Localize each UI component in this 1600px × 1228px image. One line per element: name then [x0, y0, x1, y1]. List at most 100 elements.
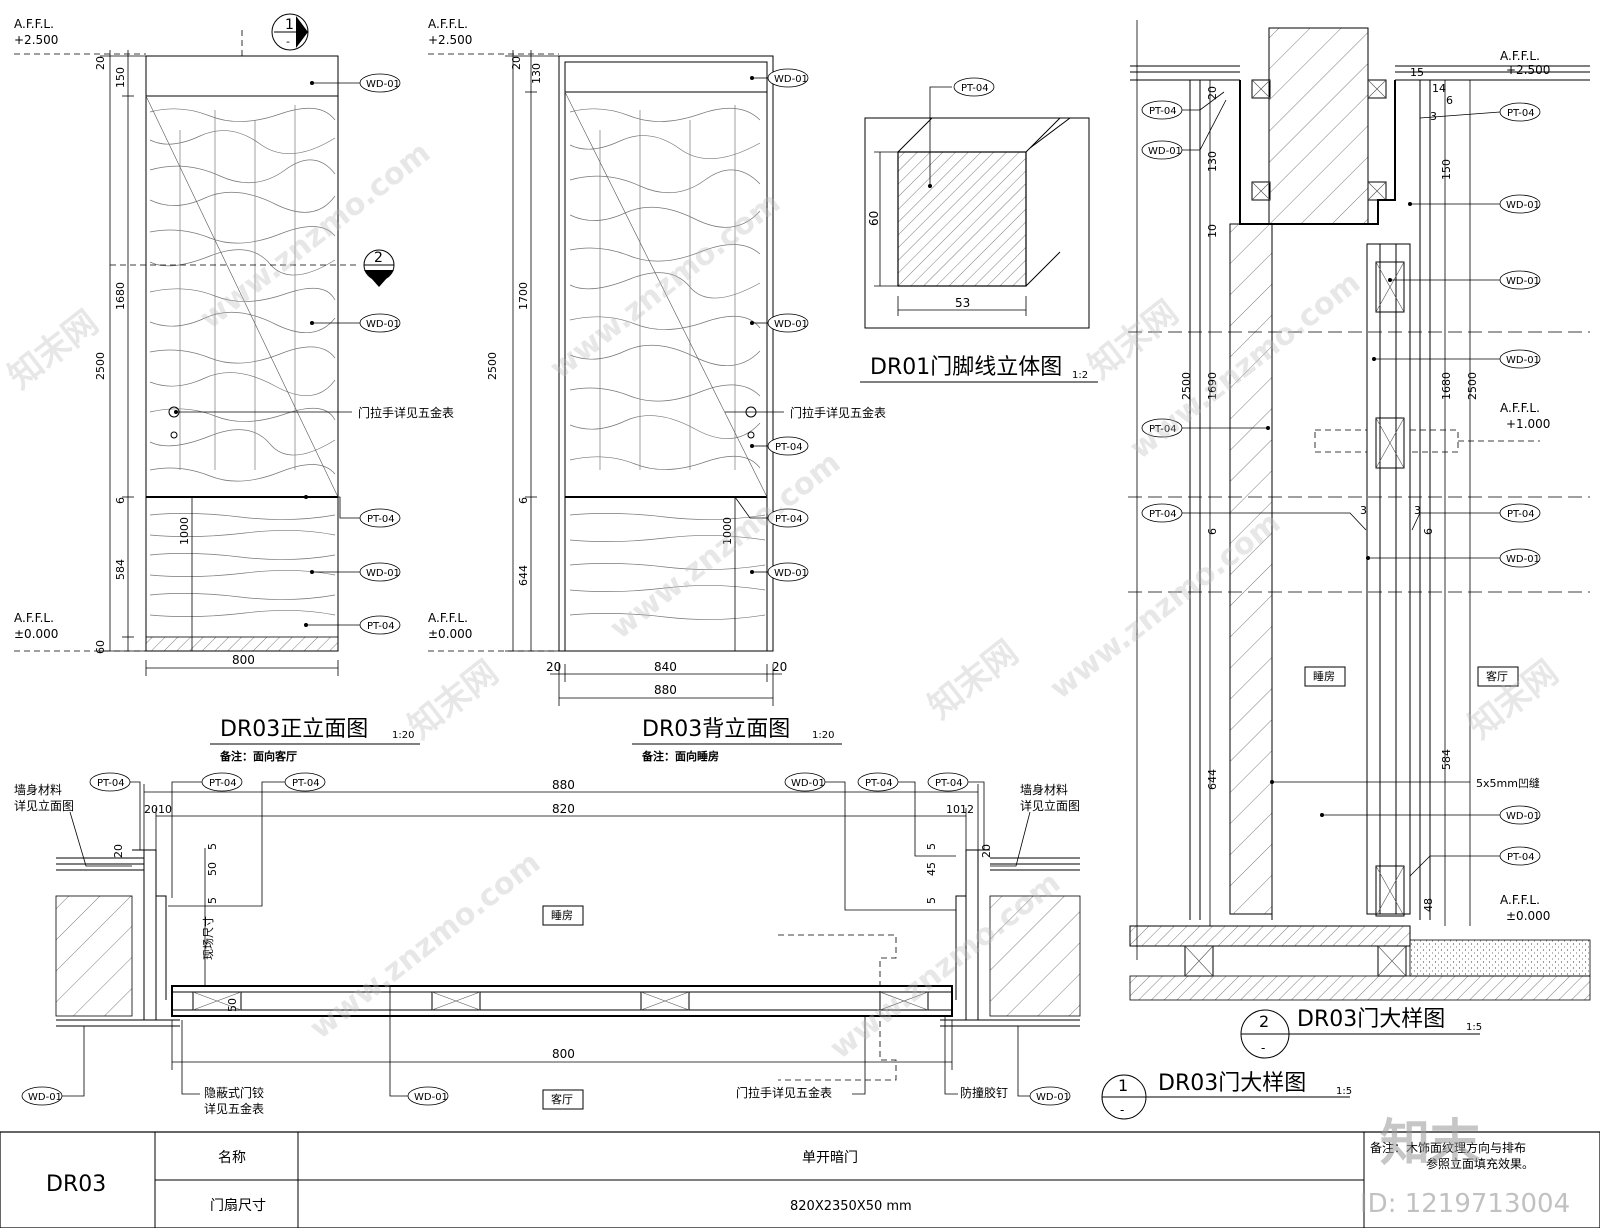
back-door-panel [564, 61, 768, 652]
detail-dim-3-b: 3 [1414, 504, 1421, 517]
detail-dim-1690: 1690 [1206, 372, 1219, 400]
back-tag-wd-2: WD-01 [750, 313, 809, 333]
plan-dim-2010: 2010 [144, 803, 172, 816]
svg-text:2: 2 [374, 250, 383, 266]
detail-dim-20: 20 [1206, 86, 1219, 100]
back-handle-note: 门拉手详见五金表 [725, 405, 886, 420]
detail-title-2: DR03门大样图 [1297, 1007, 1445, 1032]
plan-site-note: 现场尺寸 [201, 916, 215, 960]
svg-text:5x5mm凹缝: 5x5mm凹缝 [1476, 776, 1540, 790]
svg-text:PT-04: PT-04 [775, 514, 803, 525]
plan-dim-5-b: 5 [206, 897, 219, 904]
svg-text:WD-01: WD-01 [774, 74, 808, 85]
front-level-label-top: A.F.F.L. [14, 17, 54, 31]
detail-room-bedroom: 睡房 [1313, 670, 1335, 683]
detail-dim-3-top: 3 [1430, 110, 1437, 123]
svg-text:PT-04: PT-04 [97, 778, 125, 789]
detail-level-zero: ±0.000 [1506, 909, 1550, 923]
detail-dim-48: 48 [1422, 898, 1435, 912]
watermark-brand-1: 知末网 [1, 303, 106, 397]
detail-dim-130: 130 [1206, 151, 1219, 172]
vertical-detail: 20 130 10 2500 1690 6 644 15 14 6 3 150 … [1128, 20, 1591, 1059]
watermark-id: ID: 1219713004 [1360, 1189, 1570, 1219]
detail-scale-2: 1:5 [1466, 1022, 1482, 1033]
baseboard-title: DR01门脚线立体图 [870, 355, 1062, 380]
table-remark-line-2: 参照立面填充效果。 [1426, 1156, 1534, 1171]
table-name-value: 单开暗门 [802, 1150, 858, 1166]
plan-dim-5-d: 5 [925, 897, 938, 904]
back-dim-20-left: 20 [546, 660, 561, 674]
detail-level-mid: +1.000 [1506, 417, 1550, 431]
svg-text:PT-04: PT-04 [935, 778, 963, 789]
detail-tag-wd-1: WD-01 [1141, 99, 1227, 160]
detail-level-label-zero: A.F.F.L. [1500, 893, 1540, 907]
back-elevation: 20 130 2500 1700 6 644 1000 20 840 20 88… [428, 17, 886, 763]
plan-tag-pt-1: PT-04 [89, 772, 141, 850]
front-handle-note: 门拉手详见五金表 [174, 405, 454, 420]
svg-text:PT-04: PT-04 [1149, 106, 1177, 117]
svg-text:墙身材料: 墙身材料 [1020, 782, 1068, 797]
svg-text:PT-04: PT-04 [209, 778, 237, 789]
svg-text:门拉手详见五金表: 门拉手详见五金表 [358, 405, 454, 420]
watermark-brand-3: 知末网 [921, 633, 1026, 727]
detail-dim-14: 14 [1432, 82, 1446, 95]
plan-dim-1012: 1012 [946, 803, 974, 816]
svg-text:PT-04: PT-04 [775, 442, 803, 453]
section-marker-1: 1 - [271, 13, 309, 51]
front-level-zero: ±0.000 [14, 627, 58, 641]
plan-scale: 1:5 [1336, 1086, 1352, 1097]
svg-text:墙身材料: 墙身材料 [14, 782, 62, 797]
svg-text:-: - [286, 35, 290, 48]
plan-dim-800: 800 [552, 1047, 575, 1061]
detail-dim-644: 644 [1206, 769, 1219, 790]
front-tag-wd-3: WD-01 [310, 562, 401, 582]
detail-dim-1680: 1680 [1440, 372, 1453, 400]
back-tag-wd-3: WD-01 [750, 562, 809, 582]
back-dim-130: 130 [530, 63, 543, 84]
back-dim-880: 880 [654, 683, 677, 697]
svg-text:WD-01: WD-01 [28, 1092, 62, 1103]
front-elevation: 20 150 2500 1680 6 584 60 1000 800 A.F.F… [14, 13, 454, 763]
watermark-brand-5: 知末网 [401, 653, 506, 747]
baseboard-dim-53: 53 [955, 296, 970, 310]
plan-room-living: 客厅 [551, 1092, 573, 1106]
watermark-brand-2: 知末网 [1081, 293, 1186, 387]
front-dim-60: 60 [94, 640, 107, 654]
detail-dim-2500-left: 2500 [1180, 372, 1193, 400]
front-scale: 1:20 [392, 730, 414, 741]
back-dim-1700: 1700 [517, 282, 530, 310]
front-dim-800: 800 [232, 653, 255, 667]
svg-text:隐蔽式门铰: 隐蔽式门铰 [204, 1085, 264, 1100]
plan-dim-5-c: 5 [925, 843, 938, 850]
section-marker-2: 2 - [363, 249, 395, 287]
watermark-logo: 知末 [1380, 1114, 1480, 1172]
back-level-top: +2.500 [428, 33, 472, 47]
back-tag-pt-1: PT-04 [750, 436, 809, 456]
front-note: 备注：面向客厅 [219, 749, 297, 763]
plan-tag-wd-3: WD-01 [389, 986, 449, 1106]
svg-text:1: 1 [1118, 1076, 1128, 1095]
svg-text:PT-04: PT-04 [1507, 509, 1535, 520]
plan-dim-20-right: 20 [980, 844, 993, 858]
svg-text:WD-01: WD-01 [366, 568, 400, 579]
detail-dim-10: 10 [1206, 224, 1219, 238]
svg-text:WD-01: WD-01 [774, 319, 808, 330]
detail-tag-wd-6: WD-01 [1320, 805, 1541, 825]
detail-tag-pt-3: PT-04 [1141, 418, 1270, 438]
spec-table: DR03 名称 单开暗门 门扇尺寸 820X2350X50 mm 备注：木饰面纹… [0, 1131, 1600, 1228]
detail-tag-wd-4: WD-01 [1372, 349, 1541, 369]
plan-tag-wd-1: WD-01 [784, 772, 956, 911]
detail-tag-pt-4: PT-04 [1141, 503, 1367, 531]
svg-text:2: 2 [1259, 1012, 1269, 1031]
detail-dim-6-top: 6 [1446, 94, 1453, 107]
back-dim-6: 6 [517, 497, 530, 504]
svg-text:WD-01: WD-01 [1506, 355, 1540, 366]
back-tag-pt-2: PT-04 [734, 496, 809, 528]
plan-tag-wd-4: WD-01 [1017, 1026, 1071, 1106]
front-dim-150: 150 [114, 67, 127, 88]
plan-dim-20-left: 20 [112, 844, 125, 858]
svg-text:PT-04: PT-04 [961, 83, 989, 94]
